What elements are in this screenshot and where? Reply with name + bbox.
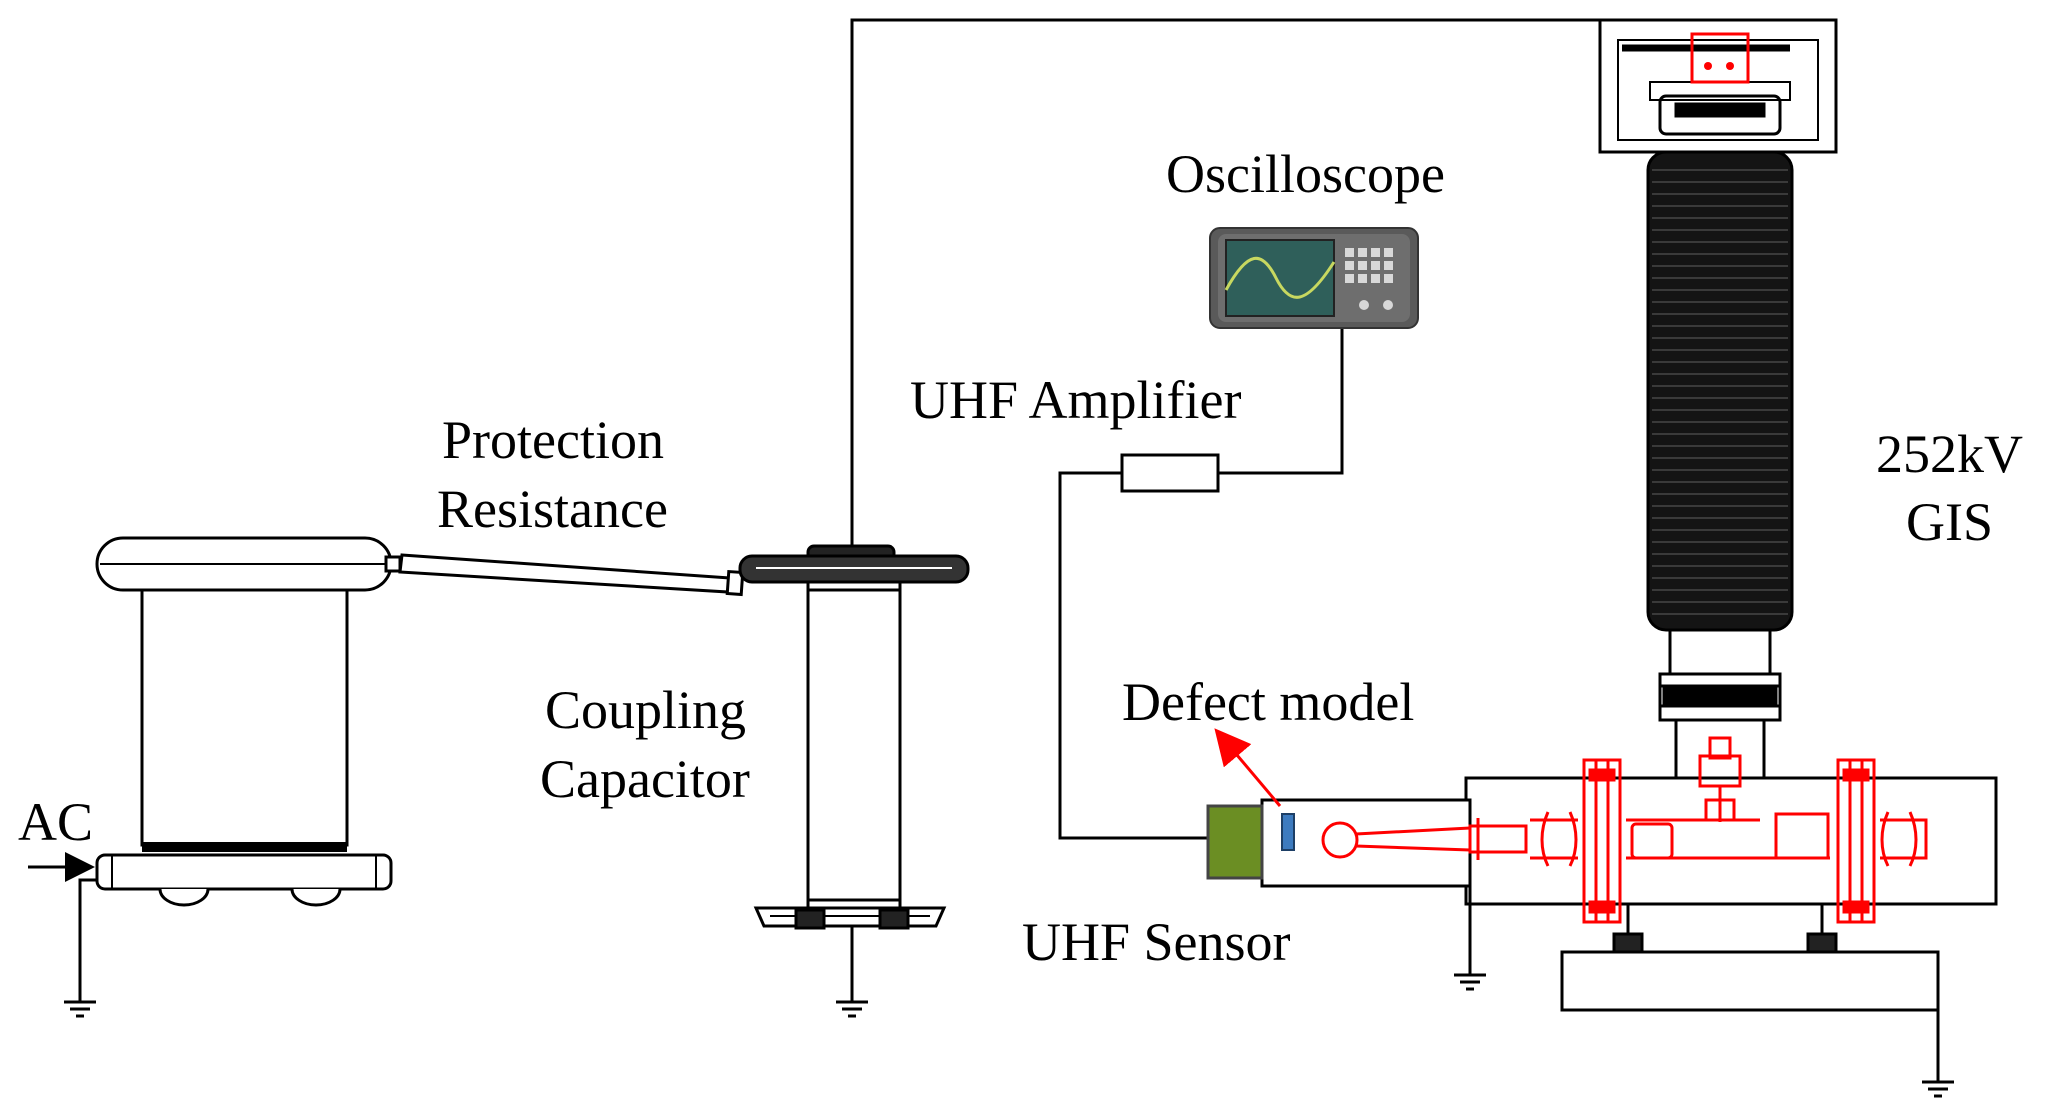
coupling-capacitor xyxy=(738,544,970,1018)
oscilloscope-label: Oscilloscope xyxy=(1166,144,1445,204)
defect-probe xyxy=(1281,813,1295,851)
amplifier-to-oscilloscope-wire xyxy=(1218,327,1344,475)
ground-symbol-icon xyxy=(1922,1080,1954,1098)
ground-symbol-icon xyxy=(64,1000,96,1018)
oscilloscope-icon xyxy=(1209,227,1419,329)
gis-label-line2: GIS xyxy=(1906,492,1993,552)
coupling-label-line2: Capacitor xyxy=(540,749,750,809)
sensor-to-amplifier-wire xyxy=(1058,471,1210,840)
gis-defect-chamber xyxy=(1260,798,1472,888)
gis-top-housing xyxy=(1598,18,1838,154)
uhf-sensor-label: UHF Sensor xyxy=(1022,912,1291,972)
transformer-base xyxy=(95,853,393,891)
defect-model-label: Defect model xyxy=(1122,672,1414,732)
pointer-arrow-icon xyxy=(1214,728,1282,807)
transformer-body xyxy=(140,588,349,847)
gis-bushing xyxy=(1646,150,1794,632)
gis-label-line1: 252kV xyxy=(1876,424,2023,484)
ground-symbol-icon xyxy=(1454,973,1486,991)
ac-label: AC xyxy=(18,792,93,852)
uhf-amplifier xyxy=(1120,453,1220,493)
gis-grounds xyxy=(1454,886,1954,1098)
coupling-label-line1: Coupling xyxy=(545,680,746,740)
test-transformer xyxy=(95,536,402,907)
protection-resistor xyxy=(398,553,745,597)
transformer-ground xyxy=(64,878,97,1018)
gis-assembly xyxy=(1206,18,1998,1012)
protection-label-line2: Resistance xyxy=(437,479,668,539)
protection-label-line1: Protection xyxy=(442,410,664,470)
ground-symbol-icon xyxy=(836,1000,868,1018)
gis-support-base xyxy=(1560,950,1940,1012)
gis-internal-red-details xyxy=(1321,736,1928,924)
uhf-sensor xyxy=(1206,804,1264,880)
uhf-amplifier-label: UHF Amplifier xyxy=(910,370,1242,430)
